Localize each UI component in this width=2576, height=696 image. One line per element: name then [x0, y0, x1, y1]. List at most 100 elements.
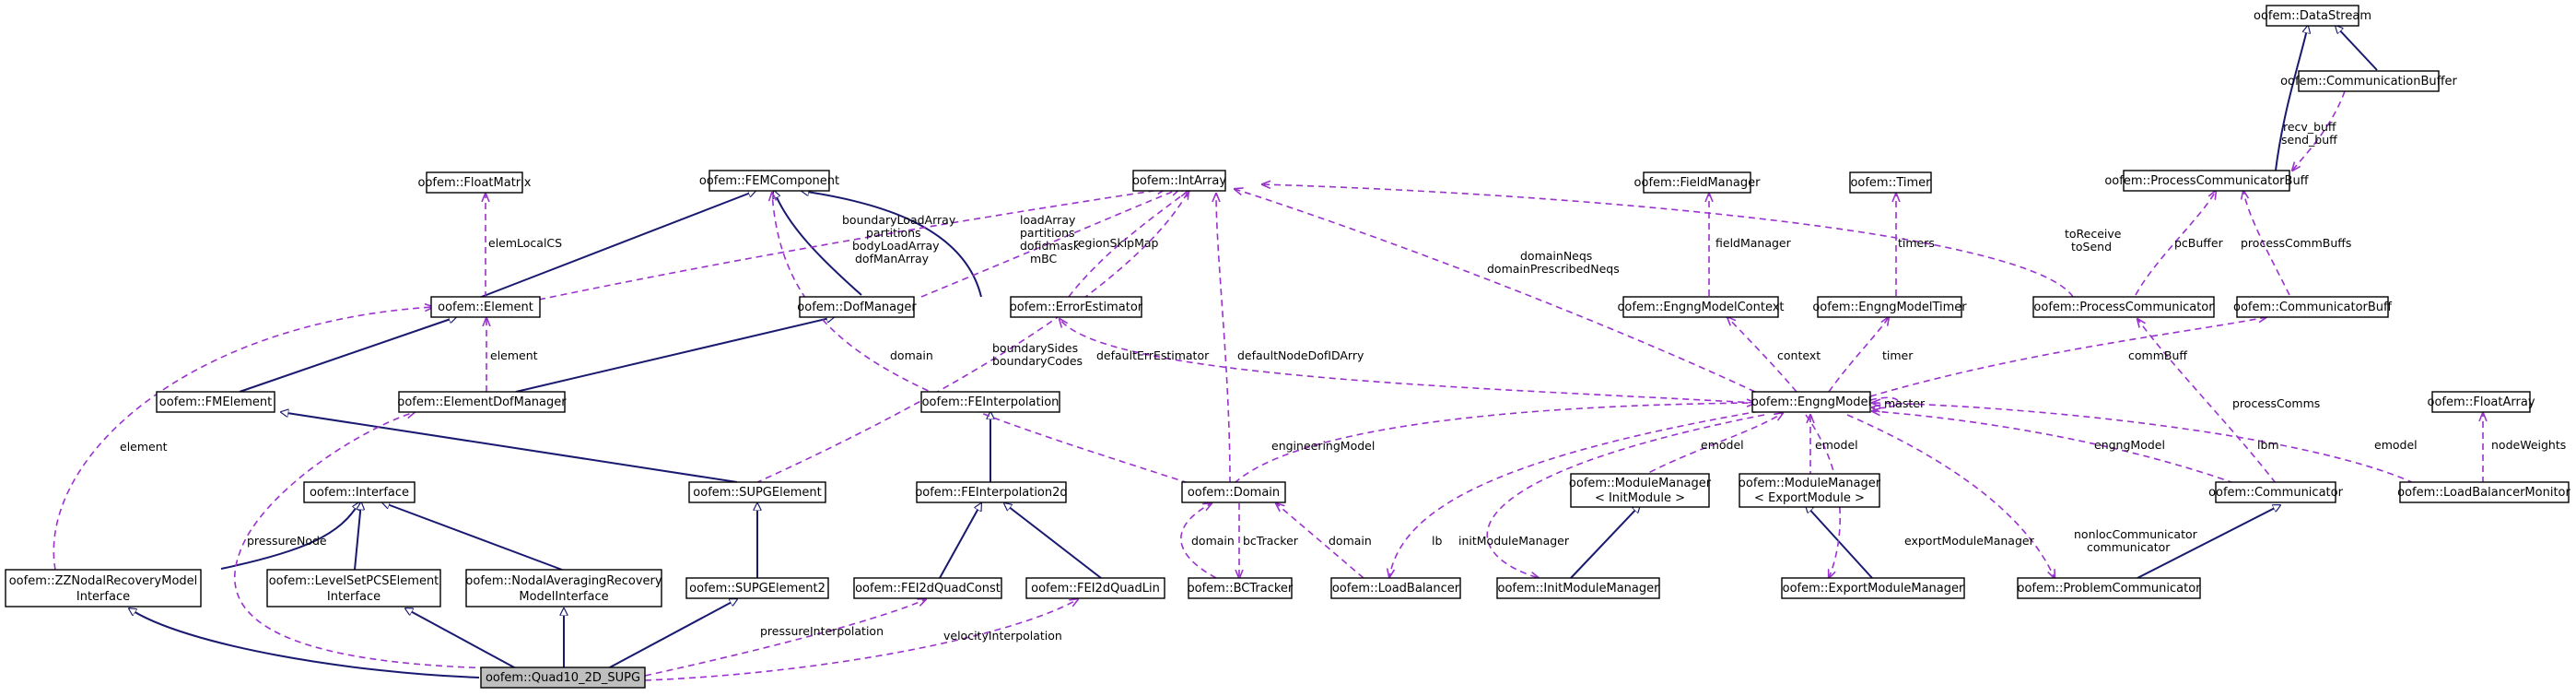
edge-label: engngModel [2094, 438, 2165, 452]
edge-label: domain [1191, 534, 1235, 548]
edge-label: defaultNodeDofIDArry [1237, 348, 1364, 362]
node-dofmanager[interactable]: oofem::DofManager [797, 296, 917, 318]
edge-engngmodel-intarray [1235, 189, 1756, 393]
edge-label: send_buff [2281, 133, 2337, 147]
usage-edges [53, 90, 2483, 681]
edge-label: loadArray [1020, 213, 1076, 227]
node-initmodulemanager[interactable]: oofem::InitModuleManager [1496, 577, 1660, 599]
node-modulemanager-init[interactable]: oofem::ModuleManager< InitModule > [1569, 473, 1712, 508]
edge-label: timers [1898, 236, 1935, 250]
edge-label: mBC [1030, 252, 1058, 265]
node-label: oofem::FEInterpolation [922, 395, 1060, 409]
node-interface[interactable]: oofem::Interface [303, 481, 416, 503]
node-loadbalancer[interactable]: oofem::LoadBalancer [1330, 577, 1461, 599]
edge-zznodal-element [53, 307, 433, 571]
edge-label: dofidmask [1020, 239, 1081, 253]
edge-elementdofmanager-dofmanager [515, 317, 834, 393]
edge-label: dofManArray [855, 252, 930, 265]
node-floatmatrix[interactable]: oofem::FloatMatrix [418, 171, 532, 194]
edge-label: initModuleManager [1458, 534, 1570, 548]
node-communicator[interactable]: oofem::Communicator [2208, 481, 2344, 503]
node-fei2dquadconst[interactable]: oofem::FEI2dQuadConst [853, 577, 1002, 599]
node-modulemanager-export[interactable]: oofem::ModuleManager< ExportModule > [1739, 473, 1881, 508]
node-communicationbuffer[interactable]: oofem::CommunicationBuffer [2280, 70, 2458, 92]
node-label: oofem::CommunicationBuffer [2280, 75, 2457, 88]
edge-communicator-engngmodel [1872, 411, 2235, 484]
node-elementdofmanager[interactable]: oofem::ElementDofManager [397, 391, 567, 413]
node-floatarray[interactable]: oofem::FloatArray [2427, 391, 2535, 413]
edge-label: domain [890, 348, 933, 362]
node-label: oofem::DataStream [2254, 9, 2371, 23]
edge-label: element [490, 348, 538, 362]
node-bctracker[interactable]: oofem::BCTracker [1188, 577, 1294, 599]
edge-label: partitions [1020, 226, 1075, 240]
node-intarray[interactable]: oofem::IntArray [1132, 170, 1226, 192]
node-label: oofem::LoadBalancerMonitor [2397, 486, 2570, 500]
node-exportmodulemanager[interactable]: oofem::ExportModuleManager [1781, 577, 1965, 599]
node-communicatorbuff[interactable]: oofem::CommunicatorBuff [2233, 296, 2393, 318]
node-feinterpolation2d[interactable]: oofem::FEInterpolation2d [915, 481, 1068, 503]
node-label-line1: oofem::ZZNodalRecoveryModel [9, 574, 198, 588]
edge-label: domain [1329, 534, 1372, 548]
edge-label: engineeringModel [1271, 439, 1375, 453]
edge-quad10-zznodal [129, 608, 480, 678]
edge-dofmanager-intarray [920, 189, 1179, 298]
node-engngmodeltimer[interactable]: oofem::EngngModelTimer [1812, 296, 1967, 318]
edge-label: domainPrescribedNeqs [1487, 262, 1620, 276]
node-label: oofem::Timer [1850, 176, 1931, 190]
node-feinterpolation[interactable]: oofem::FEInterpolation [920, 391, 1060, 413]
edge-label: boundaryLoadArray [842, 213, 956, 227]
edge-label: bcTracker [1243, 534, 1299, 548]
node-label: oofem::DofManager [797, 301, 917, 314]
node-supgelement[interactable]: oofem::SUPGElement [688, 481, 826, 503]
node-femcomponent[interactable]: oofem::FEMComponent [699, 170, 839, 192]
edge-quad10-elementdofmanager [234, 412, 498, 669]
node-datastream[interactable]: oofem::DataStream [2254, 5, 2371, 27]
node-timer[interactable]: oofem::Timer [1849, 171, 1932, 194]
node-processcommunicatorbuff[interactable]: oofem::ProcessCommunicatorBuff [2104, 170, 2310, 192]
edge-label: toSend [2071, 240, 2112, 254]
edge-engngmodel-errorestimator [1060, 319, 1756, 404]
edge-label: nonlocCommunicator [2074, 527, 2198, 541]
edge-fei2dquadconst-feinterpolation2d [939, 503, 981, 579]
edge-label: context [1777, 348, 1821, 362]
node-quad10[interactable]: oofem::Quad10_2D_SUPG [480, 667, 646, 689]
node-fmelement[interactable]: oofem::FMElement [156, 391, 275, 413]
edge-levelset-interface [354, 502, 361, 571]
inheritance-edges [129, 26, 2378, 678]
node-label-line1: oofem::ModuleManager [1569, 477, 1712, 490]
edge-label: processCommBuffs [2241, 236, 2351, 250]
node-label: oofem::FEInterpolation2d [915, 486, 1067, 500]
edge-label: defaultErrEstimator [1096, 348, 1210, 362]
node-label: oofem::LoadBalancer [1332, 582, 1460, 596]
edge-commbuff-pcb [2243, 191, 2290, 296]
node-label: oofem::Domain [1188, 486, 1280, 500]
edge-engngmodel-loadbalancer [1389, 410, 1761, 577]
node-supgelement2[interactable]: oofem::SUPGElement2 [685, 577, 829, 599]
edge-label: communicator [2087, 540, 2171, 554]
edge-label: master [1884, 396, 1926, 410]
node-element[interactable]: oofem::Element [430, 296, 541, 318]
node-label: oofem::ProcessCommunicator [2033, 301, 2214, 314]
edge-label: toReceive [2065, 227, 2122, 241]
node-problemcommunicator[interactable]: oofem::ProblemCommunicator [2017, 577, 2201, 599]
node-engngmodelcontext[interactable]: oofem::EngngModelContext [1617, 296, 1785, 318]
node-loadbalancermonitor[interactable]: oofem::LoadBalancerMonitor [2397, 481, 2571, 503]
edge-label: fieldManager [1715, 236, 1792, 250]
edge-label: emodel [1701, 438, 1744, 452]
node-processcommunicator[interactable]: oofem::ProcessCommunicator [2032, 296, 2215, 318]
edge-label: pcBuffer [2174, 236, 2224, 250]
edge-label: nodeWeights [2491, 438, 2566, 452]
node-engngmodel[interactable]: oofem::EngngModel [1751, 391, 1871, 413]
node-nodalavg[interactable]: oofem::NodalAveragingRecoveryModelInterf… [465, 569, 662, 608]
node-fei2dquadlin[interactable]: oofem::FEI2dQuadLin [1025, 577, 1165, 599]
node-domain[interactable]: oofem::Domain [1181, 481, 1286, 503]
node-errorestimator[interactable]: oofem::ErrorEstimator [1010, 296, 1143, 318]
node-label: oofem::Element [438, 301, 533, 314]
edge-zznodal-interface [220, 502, 359, 570]
edge-engngmodel-master-loop [1869, 396, 1899, 407]
node-fieldmanager[interactable]: oofem::FieldManager [1634, 171, 1762, 194]
